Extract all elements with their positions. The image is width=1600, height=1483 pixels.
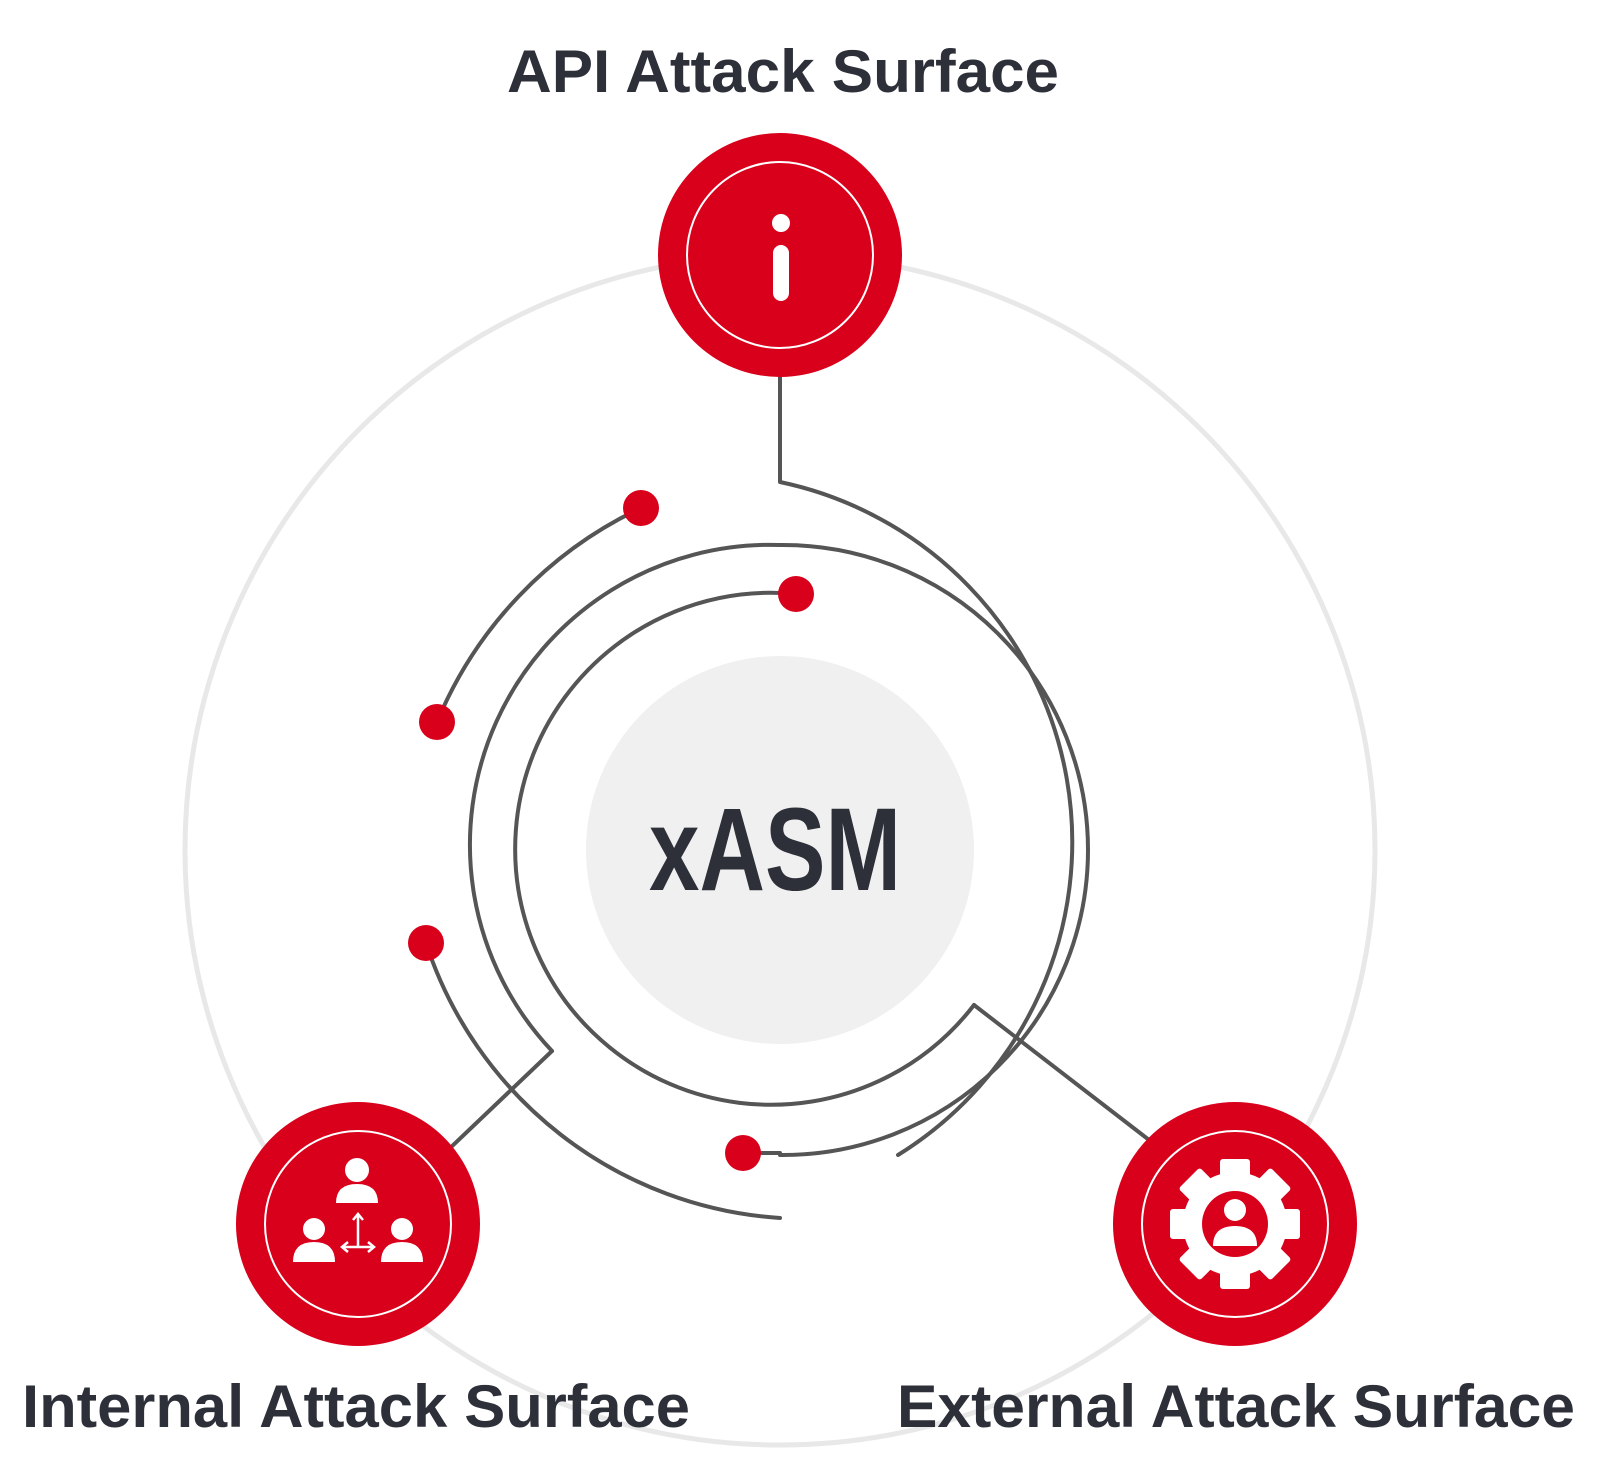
terminal-dot — [623, 490, 659, 526]
users-network-icon — [293, 1158, 423, 1262]
terminal-dot — [778, 576, 814, 612]
external-label: External Attack Surface — [897, 1373, 1575, 1440]
inner-ring-line — [513, 590, 976, 1107]
lower-left-arc — [424, 941, 782, 1220]
gear-user-icon — [1170, 1159, 1300, 1289]
api-connector-line — [778, 368, 1075, 1157]
internal-node[interactable] — [236, 1102, 480, 1346]
center-label: xASM — [649, 784, 901, 916]
upper-left-arc — [435, 506, 643, 724]
internal-label: Internal Attack Surface — [22, 1373, 690, 1440]
api-node[interactable] — [658, 133, 902, 377]
info-icon — [772, 214, 790, 301]
terminal-dot — [408, 925, 444, 961]
main-ring-line — [467, 542, 1090, 1158]
internal-connector-line — [446, 1049, 554, 1152]
terminal-dot — [419, 704, 455, 740]
terminal-dot — [725, 1135, 761, 1171]
center-hub — [586, 656, 974, 1044]
api-label: API Attack Surface — [507, 38, 1059, 105]
external-node[interactable] — [1113, 1102, 1357, 1346]
external-connector-line — [972, 1003, 1155, 1145]
